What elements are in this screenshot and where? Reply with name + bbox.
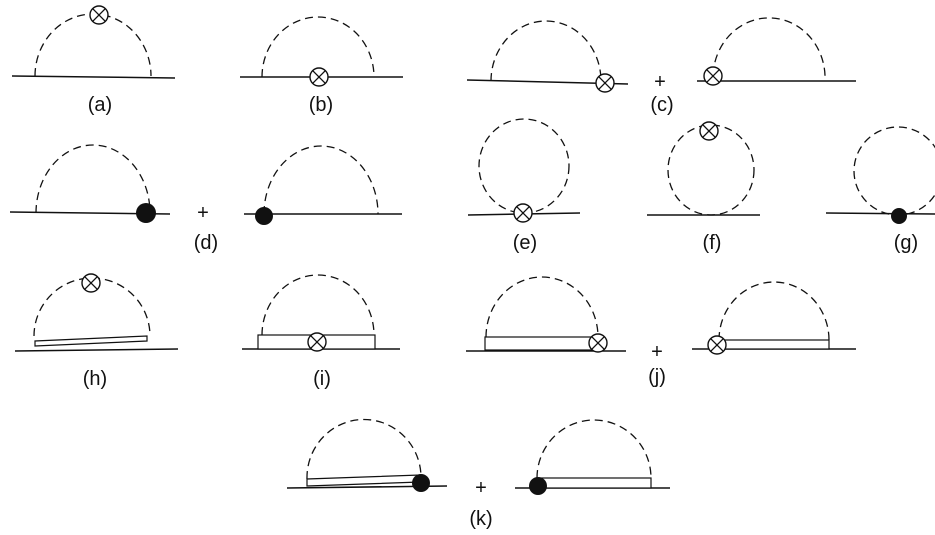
insertion-vertex [309, 67, 329, 87]
insertion-vertex [588, 333, 608, 353]
counterterm-vertex [255, 207, 273, 225]
diagram-j: + (j) [466, 276, 856, 388]
plus-sign: + [651, 341, 663, 363]
insertion-vertex [513, 203, 533, 223]
diagram-label-d: (d) [194, 232, 218, 254]
diagram-c: + (c) [466, 17, 856, 116]
counterterm-vertex [136, 203, 156, 223]
diagram-label-j: (j) [648, 366, 666, 388]
diagram-label-k: (k) [469, 508, 492, 530]
insertion-vertex [81, 273, 101, 293]
plus-sign: + [197, 202, 209, 224]
diagram-b: (b) [240, 16, 403, 116]
diagram-label-h: (h) [83, 368, 107, 390]
counterterm-vertex [891, 208, 907, 224]
insertion-vertex [595, 73, 615, 93]
counterterm-vertex [412, 474, 430, 492]
diagram-label-f: (f) [703, 232, 722, 254]
diagram-g: (g) [825, 126, 935, 254]
plus-sign: + [654, 71, 666, 93]
diagram-f: (f) [647, 121, 760, 254]
diagram-a: (a) [11, 5, 176, 116]
diagram-k: + (k) [286, 418, 670, 530]
diagram-label-a: (a) [88, 94, 112, 116]
plus-sign: + [475, 477, 487, 499]
insertion-vertex [699, 121, 719, 141]
diagram-label-e: (e) [513, 232, 537, 254]
counterterm-vertex [529, 477, 547, 495]
insertion-vertex [307, 332, 327, 352]
diagram-label-i: (i) [313, 368, 331, 390]
diagram-label-b: (b) [309, 94, 333, 116]
diagram-label-g: (g) [894, 232, 918, 254]
diagram-e: (e) [467, 118, 581, 254]
insertion-vertex [89, 5, 109, 25]
diagram-label-c: (c) [650, 94, 673, 116]
insertion-vertex [707, 335, 727, 355]
insertion-vertex [703, 66, 723, 86]
diagram-h: (h) [14, 273, 179, 390]
diagram-i: (i) [242, 274, 400, 390]
diagram-d: + (d) [9, 144, 402, 254]
